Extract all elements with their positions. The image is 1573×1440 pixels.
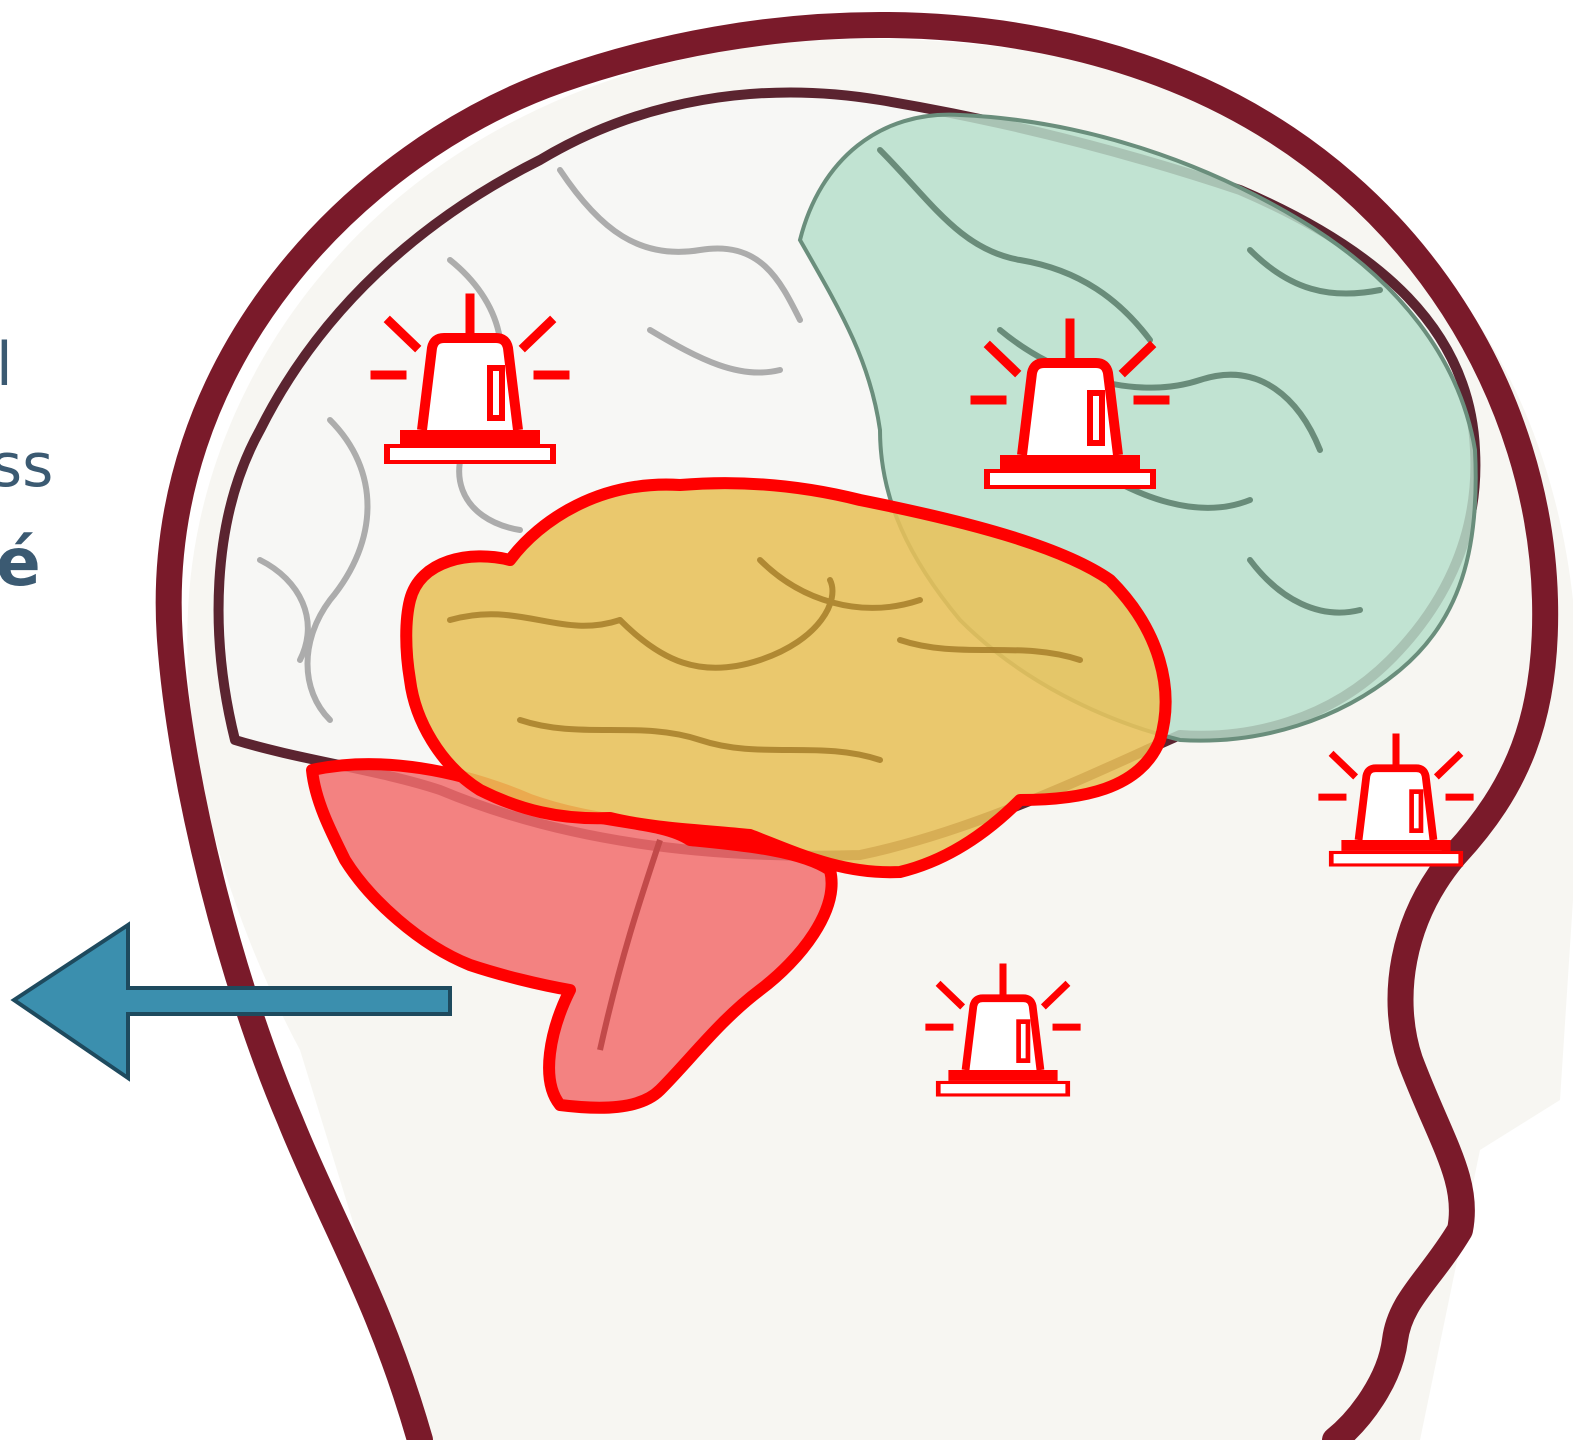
text-fragment: é [0, 530, 41, 596]
text-fragment: ess [0, 436, 53, 496]
text-fragment: l [0, 335, 13, 395]
